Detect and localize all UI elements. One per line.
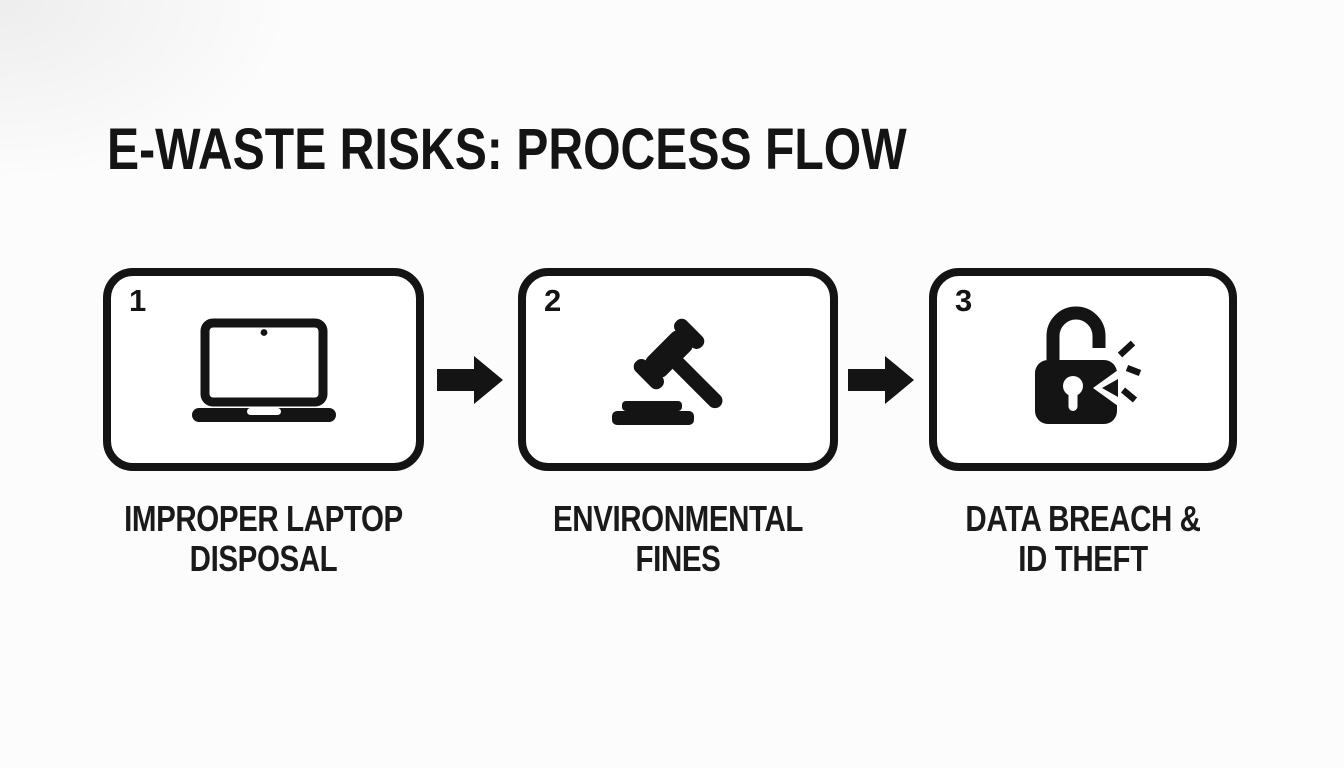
step-label-3-line-1: DATA BREACH & — [965, 498, 1201, 539]
laptop-icon — [191, 318, 336, 422]
break-sparks — [1117, 340, 1142, 402]
lock-shackle — [1046, 306, 1106, 360]
step-label-3-line-2: ID THEFT — [1018, 538, 1148, 579]
step-box-1: 1 — [103, 268, 424, 471]
step-label-2-line-2: FINES — [635, 538, 721, 579]
broken-lock-icon — [1035, 306, 1142, 424]
step-label-1-line-2: DISPOSAL — [189, 538, 338, 579]
keyhole — [1063, 375, 1083, 396]
page-title: E-WASTE RISKS: PROCESS FLOW — [107, 117, 907, 182]
step-number-1: 1 — [129, 283, 147, 318]
arrow-right-icon — [848, 356, 914, 404]
step-label-2: ENVIRONMENTAL FINES — [531, 499, 825, 579]
gavel-sound-block-base — [611, 411, 694, 425]
step-label-3: DATA BREACH & ID THEFT — [941, 499, 1225, 579]
step-label-1-line-1: IMPROPER LAPTOP — [124, 498, 403, 539]
step-number-2: 2 — [544, 283, 562, 318]
step-label-1: IMPROPER LAPTOP DISPOSAL — [115, 499, 411, 579]
webcam-dot — [260, 328, 267, 336]
arrow-right-icon — [437, 356, 503, 404]
step-number-3: 3 — [955, 283, 973, 318]
step-box-2: 2 — [518, 268, 838, 471]
step-box-3: 3 — [929, 268, 1237, 471]
step-label-2-line-1: ENVIRONMENTAL — [553, 498, 803, 539]
gavel-sound-block-top — [621, 401, 682, 411]
gavel-icon — [611, 318, 722, 425]
